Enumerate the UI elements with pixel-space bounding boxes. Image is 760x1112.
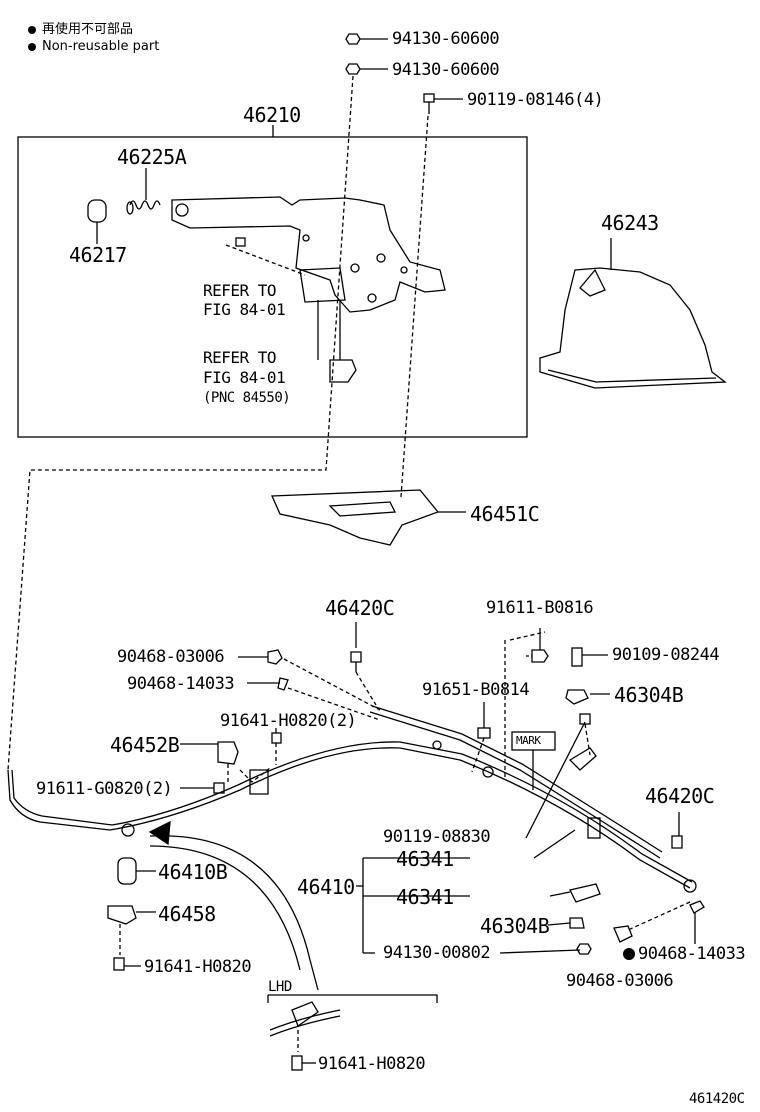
- cable-main: [7, 705, 697, 893]
- non-reusable-dot-icon: [28, 25, 36, 34]
- lever-bolt: [235, 237, 246, 247]
- part-label: 91611-B0816: [486, 598, 594, 618]
- bracket-46304B-top: [565, 689, 610, 705]
- non-reusable-dot-icon: [28, 42, 36, 51]
- nut-94130-00802: [576, 943, 592, 955]
- bolt-90119: [423, 93, 435, 114]
- part-label: 46451C: [470, 502, 540, 526]
- part-label: 91651-B0814: [422, 680, 530, 700]
- bracket-46452B: [217, 741, 239, 765]
- part-label: 91641-H0820(2): [220, 711, 357, 731]
- lhd-label: LHD: [268, 979, 292, 995]
- grommet-46420C-right: [671, 835, 683, 849]
- part-label: 46420C: [645, 784, 715, 808]
- refer-to-label: REFER TO: [203, 348, 277, 367]
- plate-46451C: [271, 489, 440, 546]
- part-label: 46420C: [325, 596, 395, 620]
- part-label: 94130-00802: [383, 943, 491, 963]
- part-label: 46458: [158, 902, 216, 926]
- clamp-right: [587, 817, 601, 839]
- part-label: 46410B: [158, 860, 228, 884]
- part-label: 46341: [396, 847, 454, 871]
- bracket-46458: [107, 905, 137, 925]
- part-label: 46243: [601, 211, 659, 235]
- lhd-clamp: [269, 1001, 341, 1037]
- part-label: 46210: [243, 103, 301, 127]
- part-label: 46217: [69, 243, 127, 267]
- fig-ref-label: FIG 84-01: [203, 300, 286, 319]
- part-label: 90468-03006: [117, 647, 225, 667]
- pnc-label: (PNC 84550): [203, 390, 291, 406]
- figure-id: 461420C: [689, 1091, 745, 1107]
- bolt-91641-H0820-b: [291, 1055, 303, 1071]
- nut-top-2: [345, 63, 361, 75]
- legend-japanese: 再使用不可部品: [28, 22, 133, 38]
- part-label: 90109-08244: [612, 645, 720, 665]
- nut-top-1: [345, 33, 361, 45]
- part-label: 46304B: [614, 683, 684, 707]
- part-label: 46304B: [480, 914, 550, 938]
- part-label: 90468-14033: [638, 944, 746, 964]
- bolt-91651-B0814: [477, 702, 491, 739]
- legend-line-2: Non-reusable part: [42, 39, 160, 54]
- bracket-46341-b: [569, 883, 601, 903]
- part-label: 90468-03006: [566, 971, 674, 991]
- part-label: 46452B: [110, 733, 180, 757]
- legend-line-1: 再使用不可部品: [42, 22, 134, 37]
- part-label: 94130-60600: [392, 60, 500, 80]
- clamp-mid: [249, 769, 269, 795]
- part-label: 46225A: [117, 145, 187, 169]
- spring-46225A: [126, 200, 161, 215]
- part-label: 90119-08146(4): [467, 90, 604, 110]
- cap-46217: [87, 199, 107, 223]
- clip-90468-14033-bottom: [689, 900, 705, 914]
- mark-label: MARK: [516, 734, 541, 747]
- bracket-46341-a: [568, 747, 597, 771]
- clip-90468-14033-top: [277, 677, 289, 691]
- refer-to-label: REFER TO: [203, 281, 277, 300]
- part-label: 94130-60600: [392, 29, 500, 49]
- boot-46243: [539, 267, 727, 389]
- bolt-90109-08244: [571, 647, 608, 667]
- non-reusable-marker: [623, 948, 635, 960]
- part-label: 91611-G0820(2): [36, 779, 173, 799]
- bolt-91611-B0816: [531, 628, 549, 663]
- lever-46210: [171, 196, 446, 383]
- part-label: 91641-H0820: [318, 1054, 426, 1074]
- clip-90468-03006-bottom: [613, 925, 633, 943]
- part-label: 90119-08830: [383, 827, 491, 847]
- part-label: 46410: [297, 875, 355, 899]
- grommet-46410B: [117, 857, 137, 885]
- grommet-46420C-top: [350, 651, 362, 672]
- part-label: 46341: [396, 885, 454, 909]
- clip-90468-03006-top: [267, 649, 283, 665]
- part-label: 91641-H0820: [144, 957, 252, 977]
- part-label: 90468-14033: [127, 674, 235, 694]
- legend-english: Non-reusable part: [28, 39, 159, 55]
- fig-ref-label: FIG 84-01: [203, 368, 286, 387]
- bracket-46304B-bottom: [569, 917, 585, 929]
- bolt-91641-H0820-a: [113, 957, 125, 971]
